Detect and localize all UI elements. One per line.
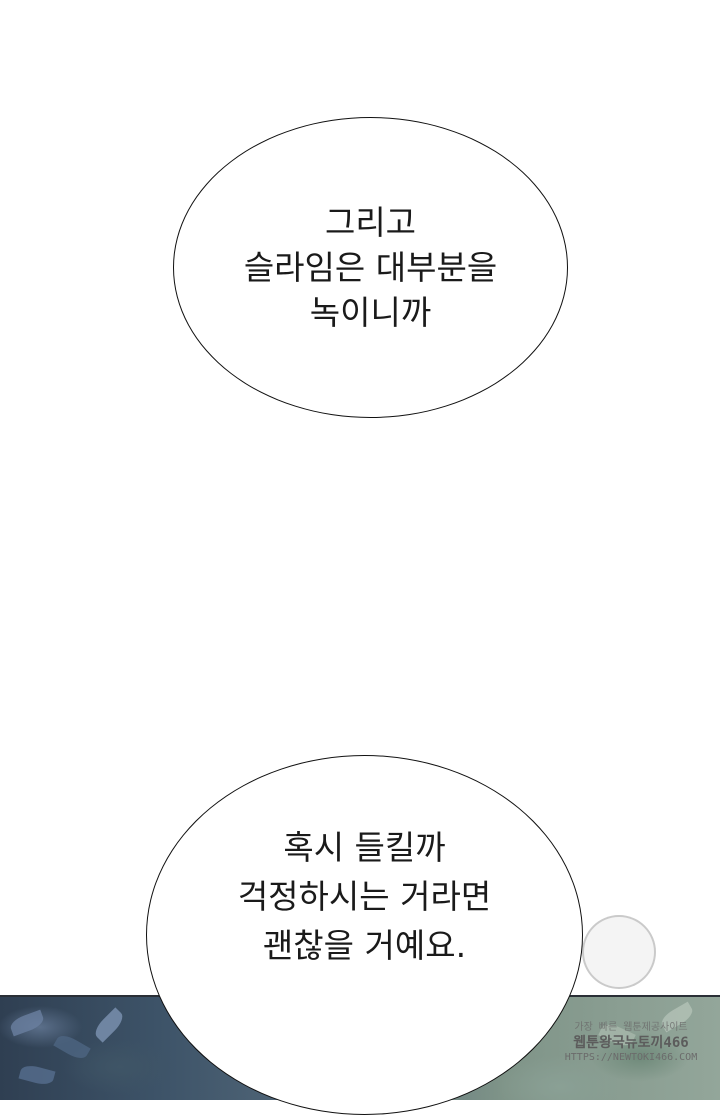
speech-line: 슬라임은 대부분을 <box>243 248 498 287</box>
site-watermark: 가장 빠른 웹툰제공사이트 웹툰왕국뉴토끼466 HTTPS://NEWTOKI… <box>555 1022 707 1065</box>
mascot-logo-icon <box>582 915 656 989</box>
speech-line: 괜찮을 거예요. <box>262 925 467 965</box>
speech-line: 혹시 들킬까 <box>283 827 446 867</box>
leaf-shape <box>91 1007 127 1043</box>
speech-line: 녹이니까 <box>309 293 432 332</box>
leaf-shape <box>8 1009 46 1037</box>
speech-bubble-bottom: 혹시 들킬까 걱정하시는 거라면 괜찮을 거예요. <box>146 755 583 1115</box>
speech-line: 걱정하시는 거라면 <box>237 876 492 916</box>
speech-bubble-text: 그리고 슬라임은 대부분을 녹이니까 <box>244 200 497 335</box>
leaf-shape <box>18 1062 56 1088</box>
speech-bubble-top: 그리고 슬라임은 대부분을 녹이니까 <box>173 117 568 418</box>
speech-line: 그리고 <box>324 203 417 242</box>
leaf-shape <box>53 1031 91 1063</box>
speech-bubble-text: 혹시 들킬까 걱정하시는 거라면 괜찮을 거예요. <box>238 823 491 970</box>
watermark-url: HTTPS://NEWTOKI466.COM <box>564 1052 698 1063</box>
watermark-site-name: 웹툰왕국뉴토끼466 <box>573 1034 689 1051</box>
watermark-tagline: 가장 빠른 웹툰제공사이트 <box>574 1022 688 1033</box>
